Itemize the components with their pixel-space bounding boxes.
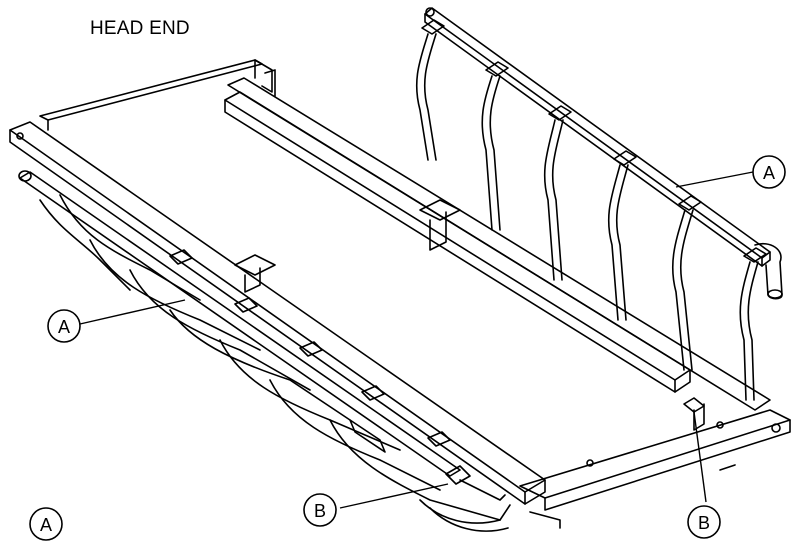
leader-line-left-rail <box>79 299 186 325</box>
left-lower-tube <box>18 170 461 477</box>
left-tube-end <box>349 419 386 453</box>
center-bracket-upper <box>419 199 461 251</box>
leader-line-foot-center <box>339 483 449 509</box>
leader-line-right-rail <box>675 171 754 188</box>
foot-pedal-right <box>683 397 705 431</box>
callout-foot-center-label: B <box>314 501 326 521</box>
left-rail-clamps <box>169 249 451 447</box>
callout-right-rail: A <box>752 155 786 189</box>
callout-left-rail: A <box>47 309 81 343</box>
center-bracket-lower <box>234 254 276 293</box>
right-siderail-tubes <box>415 33 759 401</box>
head-end-crossbar <box>254 59 276 97</box>
inner-rail-front <box>227 77 771 411</box>
callout-foot-center: B <box>303 493 337 527</box>
callout-bottom-left-label: A <box>40 515 52 535</box>
callout-foot-right-label: B <box>698 513 710 533</box>
foot-lower-tube <box>419 499 511 532</box>
callout-left-rail-label: A <box>58 317 70 337</box>
foot-end-crossbar <box>519 409 791 511</box>
left-main-rail <box>9 121 546 505</box>
leader-line-foot-right <box>693 411 707 503</box>
right-rail-clamps <box>421 19 767 263</box>
callout-bottom-left: A <box>29 507 63 541</box>
right-handrail <box>424 7 783 300</box>
callout-foot-right: B <box>687 505 721 539</box>
callout-right-rail-label: A <box>763 163 775 183</box>
inner-rail-back <box>224 91 691 393</box>
foot-pedal-center <box>445 465 506 501</box>
head-end-label: HEAD END <box>90 18 190 39</box>
bottom-edge <box>529 464 736 529</box>
left-siderail-tubes <box>39 194 501 521</box>
back-side-rail <box>39 59 263 131</box>
